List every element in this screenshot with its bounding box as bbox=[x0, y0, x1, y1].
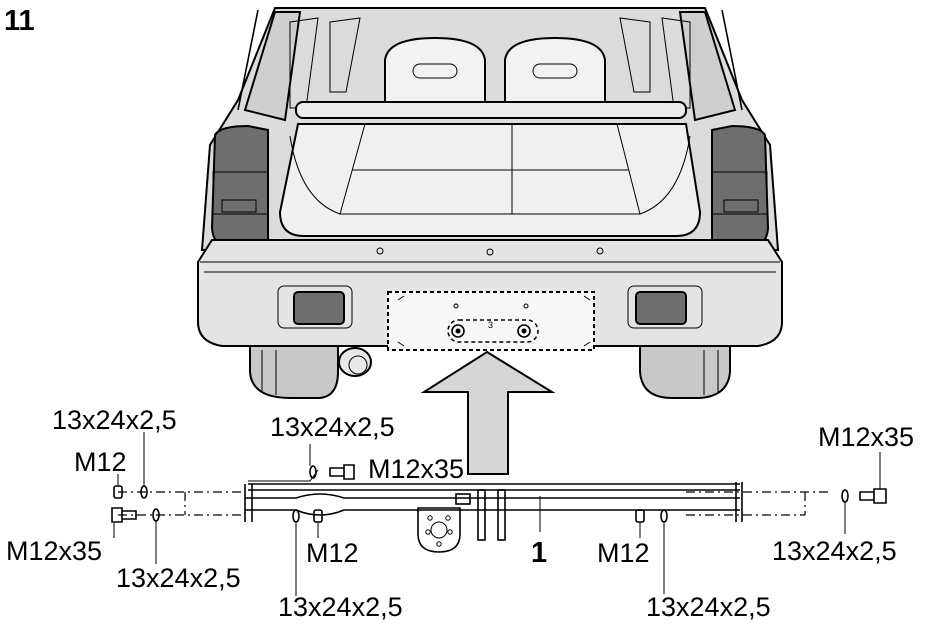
washer-icon bbox=[841, 489, 849, 503]
label-nut-right-center: M12 bbox=[597, 538, 650, 568]
label-nut-center: M12 bbox=[306, 538, 359, 568]
right-reflector bbox=[627, 285, 703, 329]
left-headrest bbox=[384, 36, 486, 103]
label-washer-center-top: 13x24x2,5 bbox=[270, 412, 395, 442]
bolt-icon bbox=[111, 507, 137, 523]
label-bolt-right: M12x35 bbox=[818, 422, 914, 452]
step-number: 11 bbox=[4, 5, 35, 37]
tow-bar-assembly bbox=[118, 482, 830, 553]
label-bolt-center: M12x35 bbox=[368, 454, 464, 484]
right-headrest bbox=[504, 36, 606, 103]
svg-text:3: 3 bbox=[488, 320, 493, 330]
right-tyre bbox=[639, 339, 731, 399]
left-tyre bbox=[249, 339, 339, 399]
mounting-holes bbox=[447, 319, 539, 343]
part-number: 1 bbox=[531, 537, 547, 569]
installation-direction-arrow bbox=[420, 350, 556, 475]
cargo-area bbox=[278, 123, 702, 237]
label-washer-right-center: 13x24x2,5 bbox=[646, 592, 771, 622]
leader-lines bbox=[113, 432, 881, 596]
label-nut-left-top: M12 bbox=[74, 447, 127, 477]
left-reflector bbox=[277, 285, 353, 329]
right-tail-lamp bbox=[711, 124, 770, 247]
label-washer-center-bottom: 13x24x2,5 bbox=[278, 592, 403, 622]
license-plate-area bbox=[387, 291, 595, 351]
hitch-plate bbox=[417, 507, 461, 553]
washer-icon bbox=[292, 509, 300, 523]
car-rear-view: 3 bbox=[197, 7, 783, 399]
bolt-icon bbox=[329, 464, 355, 480]
label-washer-left-top: 13x24x2,5 bbox=[52, 405, 177, 435]
exhaust-pipe bbox=[338, 347, 372, 377]
label-washer-right: 13x24x2,5 bbox=[772, 536, 897, 566]
parcel-shelf bbox=[295, 101, 687, 119]
label-bolt-left: M12x35 bbox=[6, 536, 102, 566]
bolt-icon bbox=[859, 488, 887, 504]
nut-icon bbox=[313, 509, 323, 523]
washer-icon bbox=[660, 509, 668, 523]
label-washer-left-bottom: 13x24x2,5 bbox=[116, 563, 241, 593]
labels: 11 13x24x2,5 M12 M12x35 13x24x2,5 13x24x… bbox=[4, 5, 914, 622]
nut-icon bbox=[635, 509, 645, 523]
left-tail-lamp bbox=[210, 124, 269, 247]
